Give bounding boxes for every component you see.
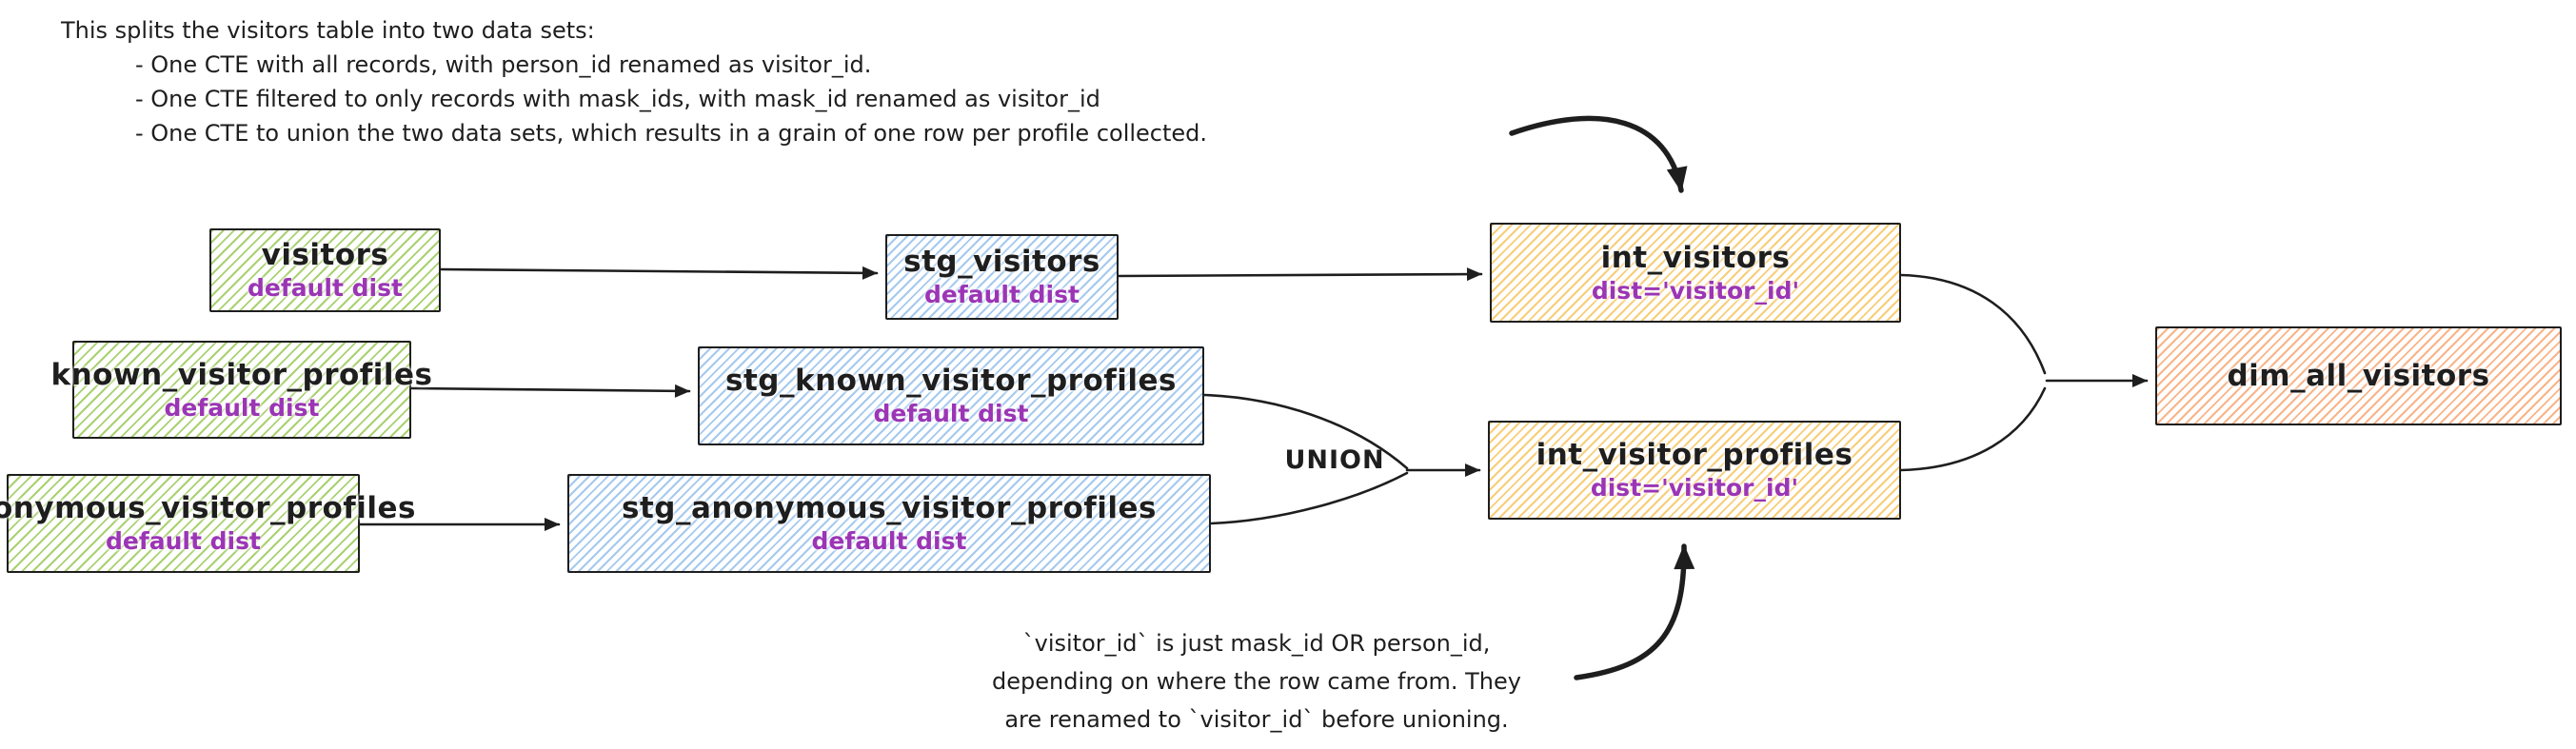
node-title: known_visitor_profiles [50,357,433,392]
curve-int-visitor-profiles-to-join[interactable] [1899,386,2047,472]
node-title: int_visitors [1600,240,1791,275]
bottom-annotation[interactable]: `visitor_id` is just mask_id OR person_i… [933,624,1580,739]
curve-stg-anon-to-union[interactable] [1209,471,1409,525]
node-anonymous-visitor-profiles[interactable]: anonymous_visitor_profiles default dist [0,474,416,573]
node-title: visitors [261,238,389,273]
annotation-arrow-bottom[interactable] [1574,543,1695,680]
bottom-annotation-line: depending on where the row came from. Th… [992,668,1521,695]
node-int-visitors[interactable]: int_visitors dist='visitor_id' [1490,223,1901,323]
top-annotation-bullet: - One CTE with all records, with person_… [135,51,872,78]
top-annotation-heading: This splits the visitors table into two … [61,17,595,44]
node-subtitle: default dist [811,527,967,556]
node-subtitle: default dist [164,393,320,422]
arrow-stg-visitors-to-int-visitors[interactable] [1117,267,1483,282]
top-annotation-bullet: - One CTE filtered to only records with … [135,86,1100,112]
top-annotation-bullet: - One CTE to union the two data sets, wh… [135,120,1208,147]
bottom-annotation-line: are renamed to `visitor_id` before union… [1004,706,1509,733]
node-stg-known-visitor-profiles[interactable]: stg_known_visitor_profiles default dist [698,346,1204,445]
curve-stg-known-to-union[interactable] [1202,393,1409,470]
node-visitors[interactable]: visitors default dist [209,228,441,312]
node-known-visitor-profiles[interactable]: known_visitor_profiles default dist [51,341,432,439]
node-title: dim_all_visitors [2227,358,2490,393]
annotation-arrow-top[interactable] [1509,115,1688,193]
node-title: anonymous_visitor_profiles [0,491,416,526]
node-subtitle: default dist [106,527,261,556]
node-title: stg_visitors [903,245,1100,280]
node-int-visitor-profiles[interactable]: int_visitor_profiles dist='visitor_id' [1488,421,1901,520]
curve-int-visitors-to-join[interactable] [1899,273,2047,375]
node-title: stg_known_visitor_profiles [725,364,1177,399]
bottom-annotation-line: `visitor_id` is just mask_id OR person_i… [1022,630,1491,657]
union-label[interactable]: UNION [1284,445,1385,475]
top-annotation[interactable]: This splits the visitors table into two … [61,13,1207,150]
node-title: int_visitor_profiles [1536,438,1853,473]
node-stg-anonymous-visitor-profiles[interactable]: stg_anonymous_visitor_profiles default d… [567,474,1211,573]
arrow-known-to-stg-known[interactable] [409,384,691,398]
node-subtitle: default dist [924,281,1080,309]
node-title: stg_anonymous_visitor_profiles [622,491,1157,526]
node-subtitle: dist='visitor_id' [1590,474,1799,503]
node-dim-all-visitors[interactable]: dim_all_visitors [2155,326,2562,425]
node-subtitle: default dist [248,274,403,303]
node-subtitle: dist='visitor_id' [1591,276,1800,305]
node-subtitle: default dist [873,400,1029,428]
arrow-visitors-to-stg-visitors[interactable] [439,266,879,280]
node-stg-visitors[interactable]: stg_visitors default dist [885,234,1119,320]
